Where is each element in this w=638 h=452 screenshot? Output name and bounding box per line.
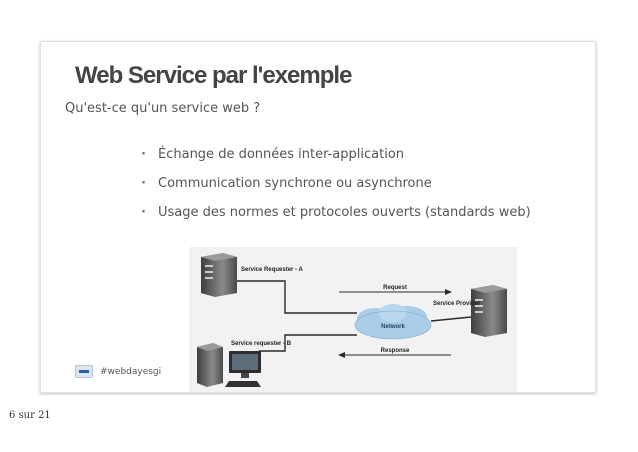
connector-b bbox=[259, 334, 357, 352]
connector-a bbox=[237, 280, 357, 314]
connector-provider bbox=[430, 316, 472, 322]
web-service-diagram: Service Requester - A Service requester … bbox=[189, 247, 517, 392]
bullet-item: Usage des normes et protocoles ouverts (… bbox=[139, 204, 531, 233]
esgi-logo-icon bbox=[75, 365, 93, 378]
response-label: Response bbox=[381, 348, 410, 354]
network-label: Network bbox=[381, 324, 405, 330]
requester-b-label: Service requester - B bbox=[231, 341, 292, 347]
provider-label: Service Provider bbox=[433, 301, 481, 307]
page-counter: 6 sur 21 bbox=[9, 410, 51, 421]
desktop-b-icon bbox=[197, 343, 261, 387]
hashtag-text: #webdayesgi bbox=[100, 367, 162, 377]
requester-a-label: Service Requester - A bbox=[241, 267, 303, 273]
slide: Web Service par l'exemple Qu'est-ce qu'u… bbox=[40, 41, 596, 393]
slide-subtitle: Qu'est-ce qu'un service web ? bbox=[65, 101, 261, 116]
bullet-item: Échange de données inter-application bbox=[139, 146, 531, 175]
slide-title: Web Service par l'exemple bbox=[75, 62, 352, 89]
network-cloud bbox=[354, 304, 432, 340]
bullet-list: Échange de données inter-application Com… bbox=[139, 146, 531, 233]
server-provider-icon bbox=[471, 285, 507, 337]
request-label: Request bbox=[383, 285, 407, 291]
bullet-item: Communication synchrone ou asynchrone bbox=[139, 175, 531, 204]
server-a-icon bbox=[201, 253, 237, 297]
